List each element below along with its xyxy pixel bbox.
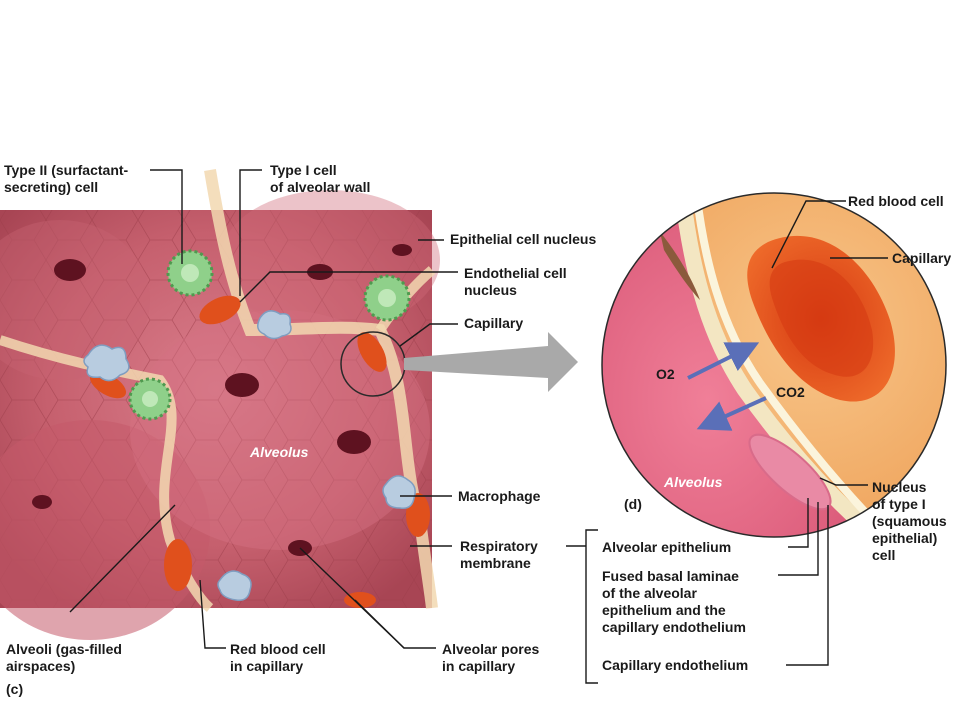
label-red-blood-cell-capillary: Red blood cell in capillary xyxy=(230,641,326,674)
label-panel-d: (d) xyxy=(624,496,642,512)
label-alveoli: Alveoli (gas-filled airspaces) xyxy=(6,641,122,674)
label-alveolar-epithelium: Alveolar epithelium xyxy=(602,539,732,555)
label-alveolar-pores: Alveolar pores in capillary xyxy=(442,641,540,674)
label-capillary-left: Capillary xyxy=(464,315,524,331)
label-nucleus-type1: Nucleus of type I (squamous epithelial) … xyxy=(872,479,947,563)
o2-arrow xyxy=(687,342,760,380)
label-type1-cell: Type I cell of alveolar wall xyxy=(270,162,371,195)
zoom-arrow xyxy=(404,332,578,392)
label-alveolus-right: Alveolus xyxy=(664,474,723,490)
label-red-blood-cell: Red blood cell xyxy=(848,193,944,209)
magnified-membrane xyxy=(601,192,947,538)
label-fused-basal-laminae: Fused basal laminae of the alveolar epit… xyxy=(602,568,746,635)
label-type2-cell: Type II (surfactant- secreting) cell xyxy=(4,162,129,195)
label-co2: CO2 xyxy=(776,384,805,400)
label-endothelial-nucleus: Endothelial cell nucleus xyxy=(464,265,567,298)
leader-lines xyxy=(69,169,888,684)
label-capillary-right: Capillary xyxy=(892,250,952,266)
label-o2: O2 xyxy=(656,366,675,382)
label-capillary-endothelium: Capillary endothelium xyxy=(602,657,749,673)
label-panel-c: (c) xyxy=(6,681,24,697)
label-alveolus-left: Alveolus xyxy=(250,444,309,460)
label-respiratory-membrane: Respiratory membrane xyxy=(460,538,538,571)
tissue-block xyxy=(0,169,440,640)
label-macrophage: Macrophage xyxy=(458,488,541,504)
label-epithelial-nucleus: Epithelial cell nucleus xyxy=(450,231,597,247)
co2-arrow xyxy=(696,396,767,431)
